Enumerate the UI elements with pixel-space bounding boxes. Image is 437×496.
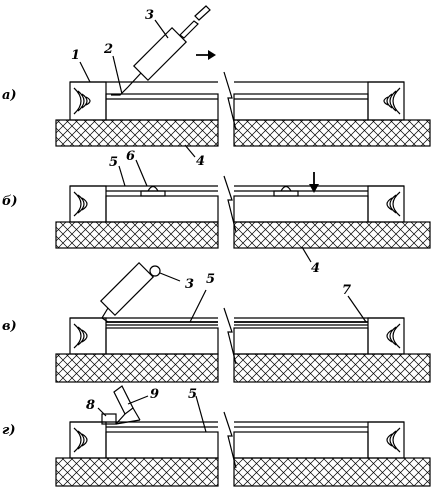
label-1: 1 (71, 48, 80, 63)
label-9: 9 (150, 387, 159, 402)
concrete-base-right (233, 353, 431, 383)
wood-frame-right (367, 317, 405, 355)
label-5: 5 (109, 155, 118, 170)
label-4: 4 (311, 261, 320, 276)
syringe (99, 261, 161, 323)
glass-sash-left (105, 195, 219, 223)
wood-frame-right (367, 421, 405, 459)
label-6: 6 (126, 149, 135, 164)
panel-g: г) 8 9 5 (2, 385, 431, 487)
concrete-base-right (233, 221, 431, 249)
arrow-right-icon (196, 50, 216, 60)
label-4: 4 (196, 154, 205, 169)
wood-frame-right (367, 185, 405, 223)
concrete-base-left (55, 221, 219, 249)
panel-g-letter: г) (2, 423, 15, 438)
wood-frame-left (69, 317, 107, 355)
concrete-base-left (55, 457, 219, 487)
arrow-down-icon (309, 172, 319, 193)
putty-block (101, 413, 117, 425)
glass-sash-right (233, 431, 369, 459)
concrete-base-left (55, 353, 219, 383)
label-3: 3 (185, 277, 194, 292)
wood-frame-left (69, 81, 107, 121)
label-5: 5 (206, 272, 215, 287)
concrete-base-right (233, 457, 431, 487)
wood-frame-right (367, 81, 405, 121)
label-8: 8 (86, 398, 95, 413)
spatula (113, 385, 141, 425)
concrete-base-right (233, 119, 431, 147)
label-2: 2 (103, 42, 113, 57)
panel-a: а) 1 2 3 4 (2, 5, 431, 169)
weight-block (140, 185, 166, 197)
glass-sash-left (105, 431, 219, 459)
glass-sash-left (105, 93, 219, 121)
concrete-base-left (55, 119, 219, 147)
glass-sash-left (105, 327, 219, 355)
glass-sash-right (233, 327, 369, 355)
panel-v: в) 3 5 7 (2, 261, 431, 383)
glass-sash-right (233, 93, 369, 121)
panel-b: б) 5 6 4 (2, 149, 431, 276)
panel-b-letter: б) (2, 194, 18, 209)
label-7: 7 (342, 283, 351, 298)
panel-a-letter: а) (2, 88, 17, 103)
panel-v-letter: в) (2, 319, 17, 334)
weight-block (273, 185, 299, 197)
label-5: 5 (188, 387, 197, 402)
wood-frame-left (69, 421, 107, 459)
syringe (111, 5, 211, 96)
glass-sash-right (233, 195, 369, 223)
wood-frame-left (69, 185, 107, 223)
label-3: 3 (145, 8, 154, 23)
